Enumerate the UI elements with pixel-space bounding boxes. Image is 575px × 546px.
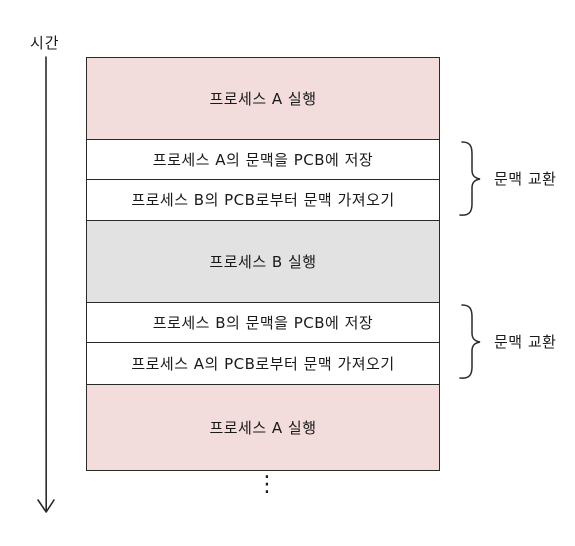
divider — [86, 384, 440, 385]
block-run-a-2: 프로세스 A 실행 — [86, 384, 440, 471]
divider — [86, 139, 440, 140]
time-axis-arrowhead — [37, 499, 55, 513]
block-load-a: 프로세스 A의 PCB로부터 문맥 가져오기 — [86, 342, 440, 384]
block-label: 프로세스 A 실행 — [209, 419, 317, 437]
divider — [86, 342, 440, 343]
continuation-ellipsis: ⋮ — [256, 472, 278, 497]
divider — [86, 179, 440, 180]
context-switch-label-1: 문맥 교환 — [494, 170, 557, 188]
block-run-b: 프로세스 B 실행 — [86, 220, 440, 302]
context-switch-label-2: 문맥 교환 — [494, 333, 557, 351]
block-label: 프로세스 A 실행 — [209, 89, 317, 108]
divider — [86, 220, 440, 221]
block-label: 프로세스 B의 문맥을 PCB에 저장 — [152, 313, 374, 332]
divider — [86, 302, 440, 303]
time-axis-label: 시간 — [30, 34, 60, 52]
context-switch-brace-1 — [459, 141, 481, 216]
block-save-a: 프로세스 A의 문맥을 PCB에 저장 — [86, 139, 440, 179]
block-label: 프로세스 B의 PCB로부터 문맥 가져오기 — [131, 191, 395, 209]
block-label: 프로세스 A의 PCB로부터 문맥 가져오기 — [131, 354, 395, 373]
block-run-a-1: 프로세스 A 실행 — [86, 57, 440, 139]
block-label: 프로세스 A의 문맥을 PCB에 저장 — [152, 150, 374, 169]
block-save-b: 프로세스 B의 문맥을 PCB에 저장 — [86, 302, 440, 342]
block-label: 프로세스 B 실행 — [209, 252, 317, 271]
context-switch-brace-2 — [459, 304, 481, 379]
block-load-b: 프로세스 B의 PCB로부터 문맥 가져오기 — [86, 179, 440, 220]
